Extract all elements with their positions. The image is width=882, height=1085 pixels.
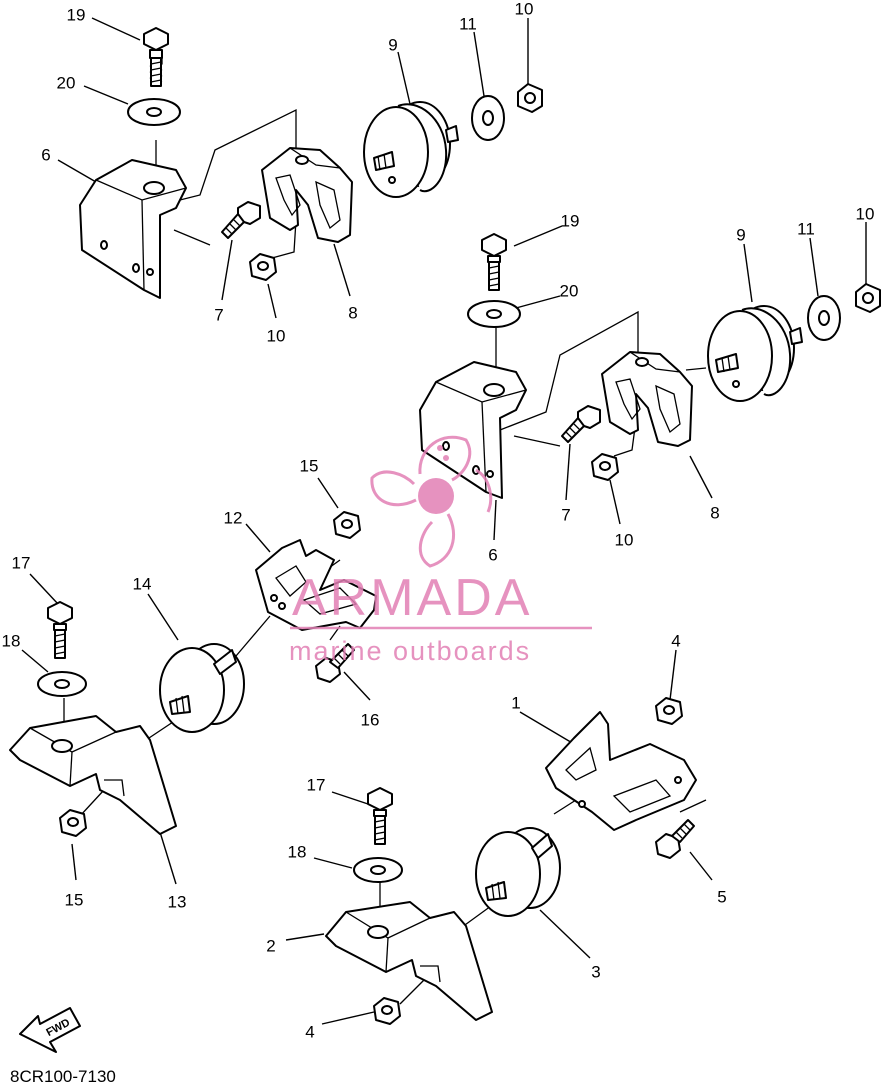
nut-10: [517, 83, 543, 113]
callout-c14: 14: [133, 574, 152, 593]
washer-18-lower: [353, 857, 403, 883]
callout-d1: 1: [511, 693, 520, 712]
callout-b10: 10: [856, 204, 875, 223]
washer-18: [37, 671, 87, 697]
callout-c16: 16: [361, 710, 380, 729]
bracket-13: [9, 715, 177, 835]
bolt-7: [221, 201, 261, 239]
engine-mount-3: [475, 827, 561, 917]
callout-b19: 19: [561, 211, 580, 230]
assembly-upper-right: [419, 222, 881, 541]
callout-d4: 4: [671, 631, 680, 650]
callout-c13: 13: [168, 892, 187, 911]
callout-b10b: 10: [615, 530, 634, 549]
nut-4: [655, 697, 683, 725]
callout-d2: 2: [266, 936, 275, 955]
nut-15-lower: [59, 809, 87, 837]
washer-20: [127, 98, 181, 126]
propeller-logo-icon: [370, 435, 493, 568]
callout-d18: 18: [288, 842, 307, 861]
watermark-brand: ARMADA: [292, 569, 532, 627]
callout-c18: 18: [2, 631, 21, 650]
assembly-upper-left: [57, 17, 543, 319]
callout-a19: 19: [67, 5, 86, 24]
bolt-19-right: [481, 233, 507, 291]
callout-a9: 9: [388, 35, 397, 54]
nut-10-lower: [249, 253, 277, 281]
callout-d5: 5: [717, 887, 726, 906]
callout-c17: 17: [12, 553, 31, 572]
bolt-16: [315, 643, 355, 683]
callout-b11: 11: [797, 219, 815, 238]
callout-b6: 6: [488, 545, 497, 564]
engine-mount-14: [159, 643, 245, 733]
fwd-arrow: FWD: [19, 1007, 81, 1053]
assembly-middle-left: [9, 477, 377, 885]
callout-b20: 20: [560, 281, 579, 300]
callout-a11: 11: [459, 14, 477, 33]
bracket-1: [545, 711, 697, 831]
washer-11: [471, 95, 505, 141]
nut-15: [333, 511, 361, 539]
callout-b7: 7: [561, 505, 570, 524]
callout-d17: 17: [307, 775, 326, 794]
bolt-17-lower: [367, 787, 393, 845]
bolt-17: [47, 601, 73, 659]
callout-a6: 6: [41, 145, 50, 164]
washer-20-right: [467, 300, 521, 328]
armada-watermark: ARMADA marine outboards: [289, 435, 592, 666]
bolt-5: [655, 819, 695, 859]
bracket-6-right: [419, 361, 527, 499]
watermark-tagline: marine outboards: [289, 636, 531, 666]
nut-4-lower: [373, 997, 401, 1025]
callout-c15b: 15: [65, 890, 84, 909]
callout-b9: 9: [736, 225, 745, 244]
bracket-2: [325, 901, 493, 1021]
bolt-7-right: [561, 405, 601, 443]
bolt-19: [143, 27, 169, 87]
callout-a20: 20: [57, 73, 76, 92]
engine-mount-9-right: [707, 305, 803, 402]
bracket-6: [79, 159, 187, 299]
callout-a10b: 10: [267, 326, 286, 345]
callout-a8: 8: [348, 303, 357, 322]
engine-mount-9: [363, 101, 459, 198]
assembly-lower-right: [285, 649, 713, 1025]
nut-10-right: [855, 283, 881, 313]
washer-11-right: [807, 295, 841, 341]
callout-c12: 12: [224, 508, 243, 527]
callout-d4b: 4: [305, 1022, 314, 1041]
callout-a10: 10: [515, 0, 534, 18]
callout-c15: 15: [300, 456, 319, 475]
callout-b8: 8: [710, 503, 719, 522]
bracket-8: [261, 147, 353, 243]
callout-a7: 7: [214, 305, 223, 324]
bracket-8-right: [601, 351, 693, 447]
nut-10-right-lower: [591, 453, 619, 481]
callout-d3: 3: [591, 962, 600, 981]
drawing-code: 8CR100-7130: [10, 1067, 116, 1085]
